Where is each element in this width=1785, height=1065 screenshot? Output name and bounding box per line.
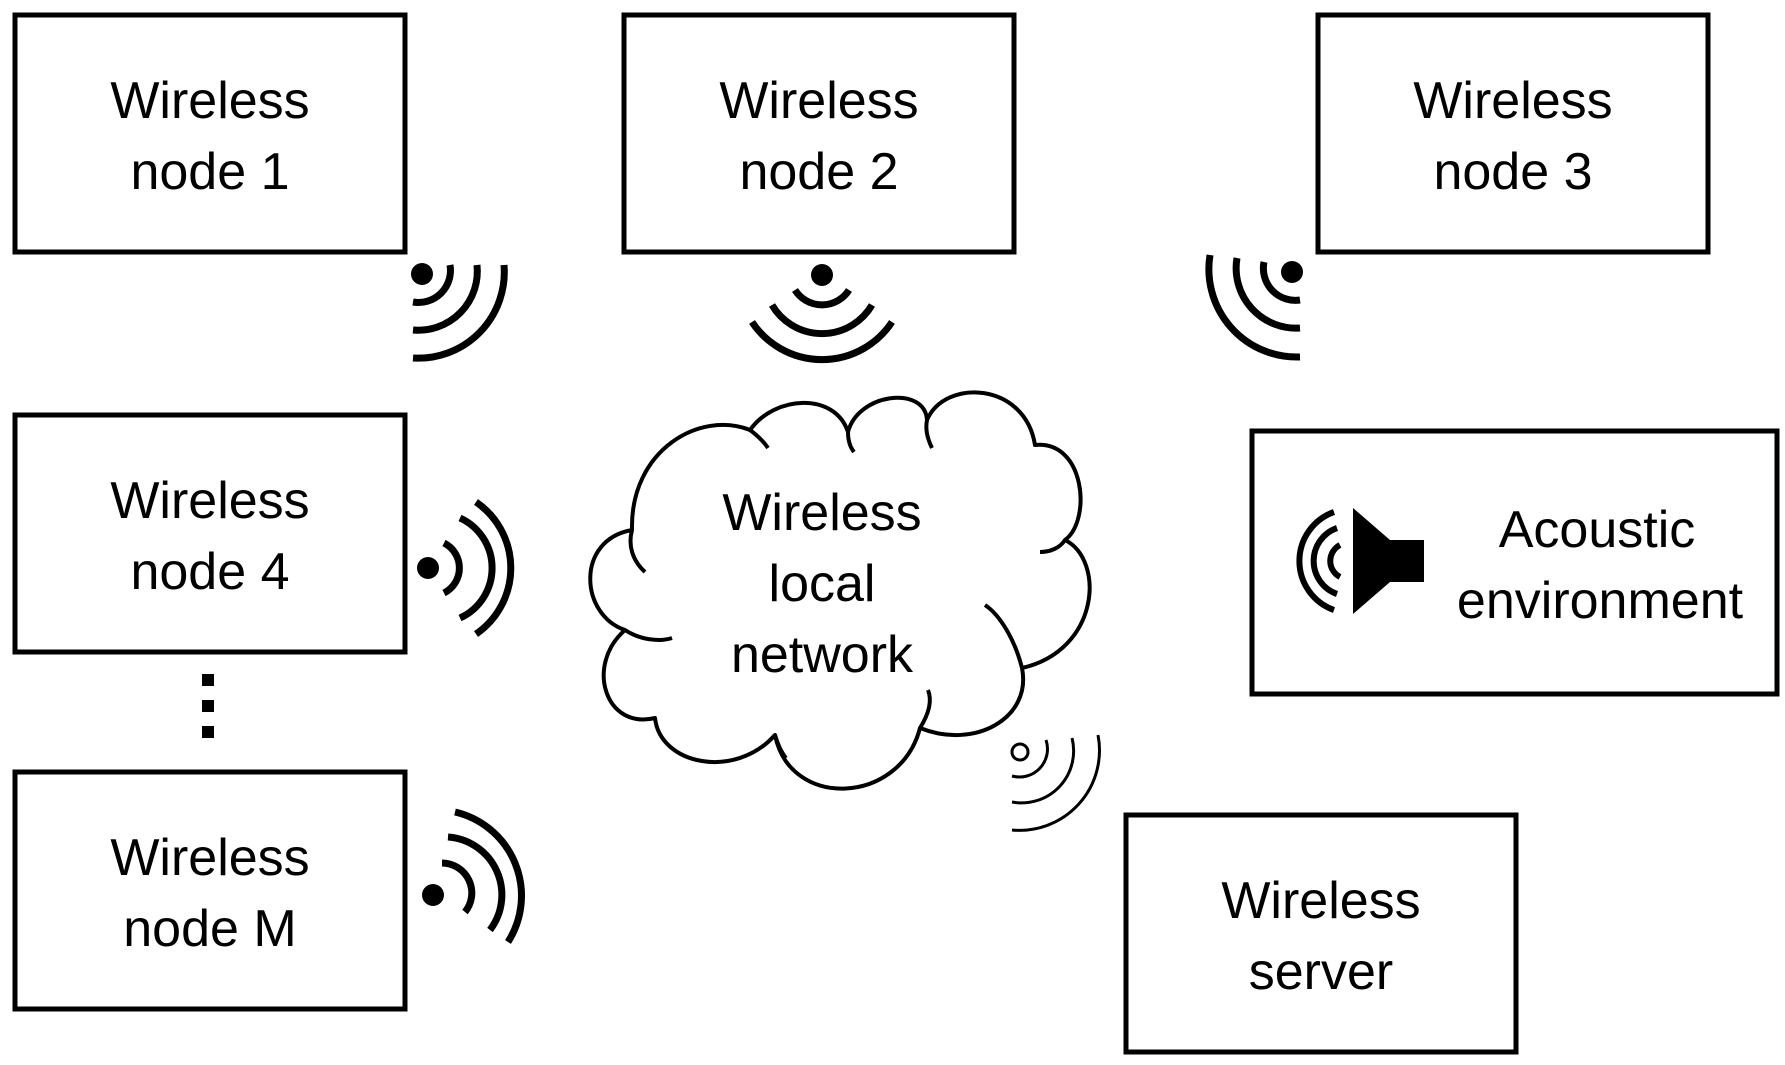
node-3-label-line2: node 3 xyxy=(1433,143,1592,201)
wireless-node-2: Wireless node 2 xyxy=(621,12,1017,255)
node-m-label-line1: Wireless xyxy=(110,829,309,887)
wireless-node-m: Wireless node M xyxy=(12,769,408,1012)
wireless-node-4: Wireless node 4 xyxy=(12,412,408,655)
node-4-label-line2: node 4 xyxy=(130,543,289,601)
wireless-node-1: Wireless node 1 xyxy=(12,12,408,255)
vertical-ellipsis-icon xyxy=(202,674,214,738)
speaker-icon xyxy=(1353,508,1424,614)
server-label-line1: Wireless xyxy=(1221,872,1420,930)
wireless-local-network-cloud: Wireless local network xyxy=(588,390,1092,791)
sound-wave-icon xyxy=(1296,509,1342,613)
wireless-signal-icon xyxy=(411,263,508,362)
node-2-label-line1: Wireless xyxy=(719,72,918,130)
cloud-icon xyxy=(588,390,1092,791)
wireless-server: Wireless server xyxy=(1123,812,1519,1055)
wireless-signal-icon xyxy=(417,499,515,637)
node-1-label-line2: node 1 xyxy=(130,143,289,201)
wireless-node-3: Wireless node 3 xyxy=(1315,12,1711,255)
network-label-line3: network xyxy=(731,626,914,684)
network-label-line2: local xyxy=(769,555,876,613)
node-1-label-line1: Wireless xyxy=(110,72,309,130)
server-label-line2: server xyxy=(1249,943,1393,1001)
wireless-signal-icon xyxy=(749,264,895,364)
wireless-signal-icon xyxy=(1205,254,1303,361)
wireless-signal-icon xyxy=(422,808,525,944)
network-label-line1: Wireless xyxy=(722,484,921,542)
node-3-label-line1: Wireless xyxy=(1413,72,1612,130)
wireless-signal-icon xyxy=(1010,734,1101,832)
acoustic-environment: Acoustic environment xyxy=(1249,428,1780,697)
node-m-label-line2: node M xyxy=(123,900,296,958)
node-4-label-line1: Wireless xyxy=(110,472,309,530)
node-2-label-line2: node 2 xyxy=(739,143,898,201)
acoustic-label-line2: environment xyxy=(1457,572,1744,630)
acoustic-label-line1: Acoustic xyxy=(1499,501,1696,559)
